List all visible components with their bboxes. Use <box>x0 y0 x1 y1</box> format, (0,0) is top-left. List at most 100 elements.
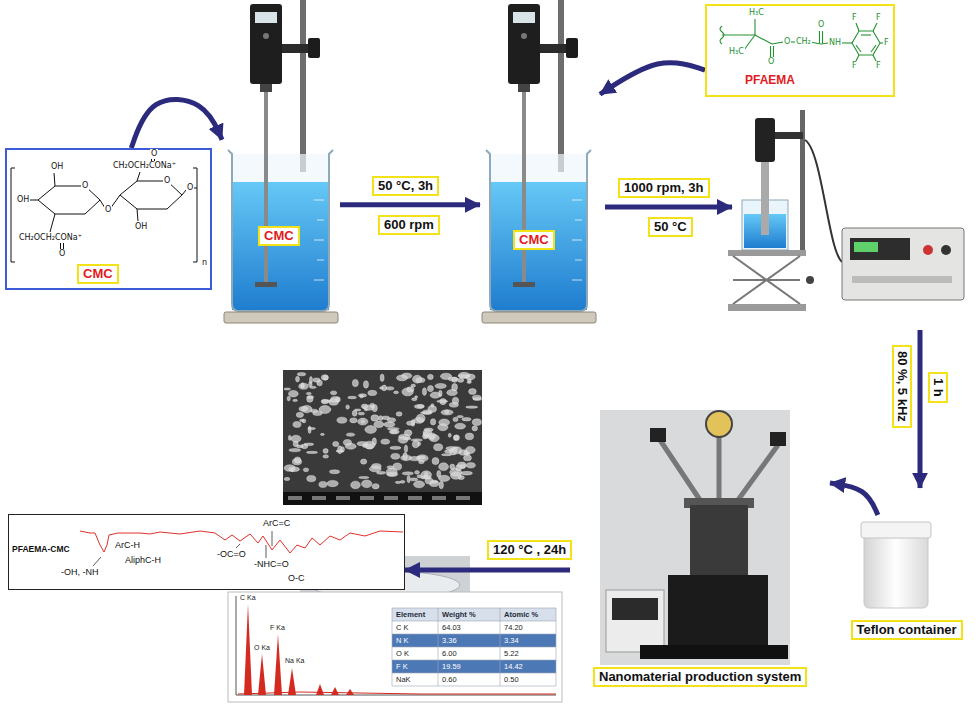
sem-image <box>287 396 290 401</box>
sem-image <box>472 419 481 426</box>
reactor-photo <box>770 432 786 446</box>
sem-image <box>452 377 457 382</box>
structure-atom: H₃C <box>748 8 765 18</box>
pfaema-structure <box>852 31 880 55</box>
reactor-photo <box>606 590 664 652</box>
stirrer-setup <box>482 0 596 323</box>
pfaema-structure <box>770 46 771 57</box>
sem-image <box>333 441 339 446</box>
sem-image <box>390 446 401 449</box>
pfaema-structure <box>722 34 755 35</box>
sem-image <box>310 386 317 388</box>
eds-spectrum <box>392 634 556 647</box>
pfaema-structure <box>754 19 755 35</box>
sem-image <box>361 459 367 464</box>
sem-image <box>361 480 371 488</box>
sem-image <box>452 447 461 454</box>
sem-image <box>358 418 368 425</box>
eds-spectrum <box>236 596 237 695</box>
sem-image <box>455 423 466 429</box>
sample-label: CMC <box>258 226 300 246</box>
sem-image <box>442 454 452 456</box>
structure-atom: O <box>104 205 112 215</box>
table-cell: 14.42 <box>504 662 523 671</box>
table-header: Element <box>396 610 425 619</box>
table-cell: 3.34 <box>504 636 519 645</box>
sem-image <box>323 375 327 380</box>
condition-label: 120 °C , 24h <box>487 540 572 560</box>
sem-image <box>456 465 462 471</box>
cmc-structure <box>50 214 55 232</box>
reactor-photo <box>612 598 658 620</box>
sem-image <box>365 426 377 434</box>
sem-image <box>341 447 345 452</box>
sem-image <box>369 466 381 472</box>
eds-spectrum <box>331 687 339 695</box>
eds-spectrum <box>392 673 556 674</box>
peak-label: ArC-H <box>115 540 140 551</box>
cmc-structure <box>11 158 197 262</box>
reactor-photo <box>690 505 748 577</box>
table-cell: 19.59 <box>442 662 461 671</box>
sem-image <box>296 376 300 382</box>
sem-image <box>396 375 407 381</box>
sem-image <box>417 404 424 408</box>
sem-image <box>462 417 471 421</box>
teflon-container <box>861 522 931 608</box>
sem-image <box>289 467 300 472</box>
eds-spectrum <box>392 660 556 661</box>
table-cell: 74.20 <box>504 623 523 632</box>
pfaema-structure <box>861 34 871 35</box>
pfaema-structure <box>873 23 877 31</box>
sonicator <box>854 242 878 252</box>
sem-image <box>378 416 382 421</box>
sem-image <box>384 496 398 500</box>
structure-atom: O <box>783 37 791 47</box>
sem-image <box>453 417 458 421</box>
sem-image <box>448 433 451 437</box>
sem-image <box>430 392 440 398</box>
pfaema-structure <box>819 31 820 43</box>
sonicator <box>728 250 806 256</box>
sem-image <box>414 405 423 409</box>
sem-image <box>427 385 433 391</box>
sem-image <box>350 418 357 423</box>
sem-image <box>336 496 350 500</box>
cmc-structure <box>137 209 138 221</box>
sonicator <box>850 238 910 260</box>
pfaema-structure <box>772 42 783 44</box>
sem-image <box>466 446 476 453</box>
sem-image <box>320 433 324 435</box>
sem-image <box>389 430 399 434</box>
structure-atom: OH <box>16 195 30 205</box>
sem-image <box>321 399 328 404</box>
sem-image <box>329 470 339 474</box>
eds-spectrum <box>392 608 556 686</box>
sem-image <box>359 476 369 478</box>
peak-label: O Ka <box>254 644 270 652</box>
structure-atom: O <box>58 249 66 259</box>
table-cell: 5.22 <box>504 649 519 658</box>
table-cell: NaK <box>396 675 411 684</box>
peak-label: O-C <box>288 573 305 584</box>
sem-image <box>296 445 303 448</box>
reactor-photo <box>600 410 790 665</box>
structure-atom: F <box>851 13 858 23</box>
sem-image <box>453 435 459 441</box>
peak-label: Na Ka <box>285 657 304 665</box>
reactor-photo <box>668 575 768 645</box>
sem-image <box>284 477 290 480</box>
sem-image <box>330 391 336 395</box>
sem-image <box>352 410 357 416</box>
sem-image <box>284 388 291 390</box>
structure-box: CMC <box>5 148 212 290</box>
sem-image <box>283 370 482 505</box>
structure-atom: CH₂OCH₂CONa⁺ <box>18 233 83 243</box>
sem-image <box>346 405 350 409</box>
structure-atom: O <box>150 149 158 159</box>
sem-image <box>354 409 361 411</box>
eds-spectrum <box>258 654 266 695</box>
sem-image <box>412 441 419 448</box>
sem-image <box>307 396 313 402</box>
